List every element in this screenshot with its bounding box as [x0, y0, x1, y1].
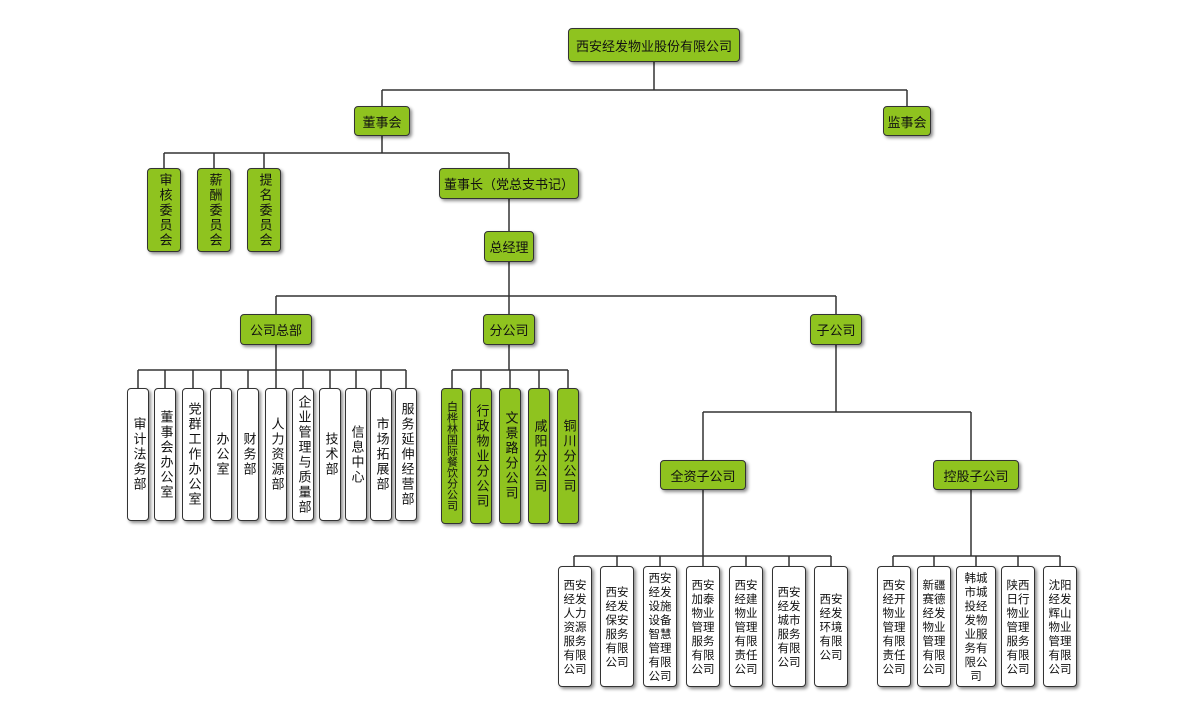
wholly-owned-company-node: 西安经建物业管理有限责任公司 [729, 566, 763, 687]
holding-company-node: 韩城市城投经发物业服务有限公司 [956, 566, 996, 687]
wholly-owned-company-node: 西安经发保安服务有限公司 [600, 566, 634, 687]
hq-department-node: 信息中心 [345, 388, 367, 521]
holding-company-node: 沈阳经发辉山物业管理有限公司 [1043, 566, 1077, 687]
hq-department-node: 企业管理与质量部 [292, 388, 314, 521]
branch-node: 文景路分公司 [499, 388, 521, 524]
hq-department-node: 董事会办公室 [154, 388, 176, 521]
subsidiaries-node: 子公司 [810, 314, 862, 345]
hq-department-node: 服务延伸经营部 [395, 388, 417, 521]
wholly-owned-company-node: 西安经发环境有限公司 [814, 566, 848, 687]
holding-company-node: 西安经开物业管理有限责任公司 [877, 566, 911, 687]
hq-department-node: 财务部 [237, 388, 259, 521]
headquarters-node: 公司总部 [240, 314, 312, 345]
hq-department-node: 技术部 [319, 388, 341, 521]
hq-department-node: 人力资源部 [265, 388, 287, 521]
hq-department-node: 市场拓展部 [370, 388, 392, 521]
branch-node: 咸阳分公司 [528, 388, 550, 524]
wholly-owned-subsidiaries-node: 全资子公司 [660, 460, 746, 490]
committee-node: 审核委员会 [147, 168, 181, 252]
board-node: 董事会 [354, 106, 410, 136]
hq-department-node: 办公室 [210, 388, 232, 521]
wholly-owned-company-node: 西安经发城市服务有限公司 [772, 566, 806, 687]
branch-node: 行政物业分公司 [470, 388, 492, 524]
branches-node: 分公司 [483, 314, 535, 345]
committee-node: 薪酬委员会 [197, 168, 231, 252]
hq-department-node: 党群工作办公室 [182, 388, 204, 521]
branch-node: 白桦林国际餐饮分公司 [441, 388, 463, 524]
chairman-node: 董事长（党总支书记） [439, 168, 579, 199]
supervisory-board-node: 监事会 [883, 106, 931, 136]
wholly-owned-company-node: 西安经发人力资源服务有限公司 [558, 566, 592, 687]
holding-company-node: 新疆赛德经发物业管理有限公司 [917, 566, 951, 687]
hq-department-node: 审计法务部 [127, 388, 149, 521]
committee-node: 提名委员会 [247, 168, 281, 252]
holding-subsidiaries-node: 控股子公司 [933, 460, 1019, 490]
branch-node: 铜川分公司 [557, 388, 579, 524]
root-company-node: 西安经发物业股份有限公司 [568, 28, 740, 62]
holding-company-node: 陕西日行物业管理服务有限公司 [1001, 566, 1035, 687]
general-manager-node: 总经理 [484, 231, 534, 262]
wholly-owned-company-node: 西安经发设施设备智慧管理有限公司 [643, 566, 677, 687]
wholly-owned-company-node: 西安加泰物业管理服务有限公司 [686, 566, 720, 687]
